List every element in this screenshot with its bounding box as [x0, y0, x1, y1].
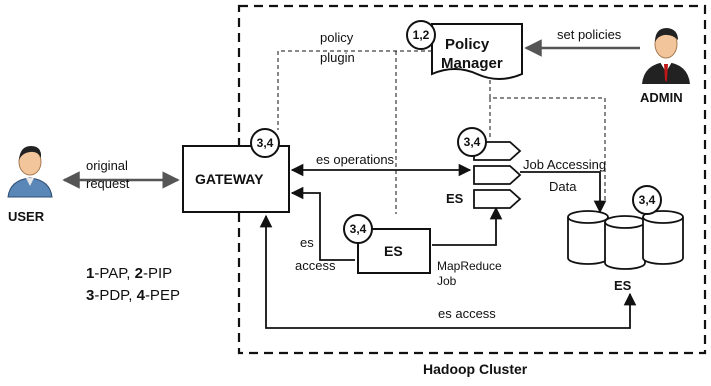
set-policies-label: set policies: [557, 27, 622, 42]
es-job-badge: 3,4: [457, 127, 487, 157]
es-access-bottom-arrow: [259, 214, 637, 329]
es-job-label: ES: [446, 191, 464, 206]
legend-pip-number: 2: [134, 265, 143, 282]
legend-pdp-text: -PDP,: [94, 287, 137, 304]
hadoop-cluster-label: Hadoop Cluster: [423, 361, 528, 377]
legend-line-2: 3-PDP, 4-PEP: [86, 288, 180, 303]
legend-pep-number: 4: [136, 287, 145, 304]
gateway-box: [182, 145, 290, 213]
es-job-tag-2: [473, 165, 522, 185]
mapreduce-job-arrow: [432, 206, 503, 246]
original-request-label-2: request: [86, 176, 130, 191]
user-person-icon: [7, 146, 53, 198]
admin-label: ADMIN: [640, 90, 683, 105]
gateway-badge: 3,4: [250, 128, 280, 158]
policy-manager-box: [431, 23, 523, 80]
policy-manager-badge: 1,2: [406, 20, 436, 50]
policy-manager-label-1: Policy: [445, 36, 490, 53]
job-accessing-data-arrow: [520, 171, 607, 214]
policy-plugin-label-2: plugin: [320, 50, 355, 65]
gateway-label: GATEWAY: [195, 171, 264, 187]
original-request-label-1: original: [86, 158, 128, 173]
mapreduce-job-label-2: Job: [437, 274, 457, 288]
policy-plugin-link-gateway: [277, 50, 432, 130]
es-access-bottom-label: es access: [438, 306, 496, 321]
es-storage-cylinders: [567, 210, 684, 270]
es-access-left-label-1: es: [300, 235, 314, 250]
es-job-tag-3: [473, 189, 522, 209]
es-mapreduce-label: ES: [384, 243, 403, 259]
legend-pip-text: -PIP: [143, 265, 173, 282]
es-operations-label: es operations: [316, 152, 395, 167]
es-storage-label: ES: [614, 278, 632, 293]
hadoop-cluster-boundary: [237, 4, 707, 355]
es-storage-badge: 3,4: [632, 185, 662, 215]
legend-pep-text: -PEP: [144, 287, 180, 304]
policy-plugin-link-es-job: [489, 80, 606, 200]
policy-manager-label-2: Manager: [441, 55, 503, 72]
user-label: USER: [8, 209, 45, 224]
job-accessing-data-label-2: Data: [549, 179, 577, 194]
job-accessing-data-label-1: Job Accessing: [523, 157, 607, 172]
legend-pap-text: -PAP,: [94, 265, 135, 282]
mapreduce-job-label-1: MapReduce: [437, 259, 502, 273]
es-mapreduce-badge: 3,4: [343, 214, 373, 244]
policy-plugin-label-1: policy: [320, 30, 354, 45]
admin-person-icon: [642, 28, 690, 84]
legend-pap-number: 1: [86, 265, 95, 282]
es-access-left-label-2: access: [295, 258, 336, 273]
legend-pdp-number: 3: [86, 287, 95, 304]
legend-line-1: 1-PAP, 2-PIP: [86, 266, 172, 281]
